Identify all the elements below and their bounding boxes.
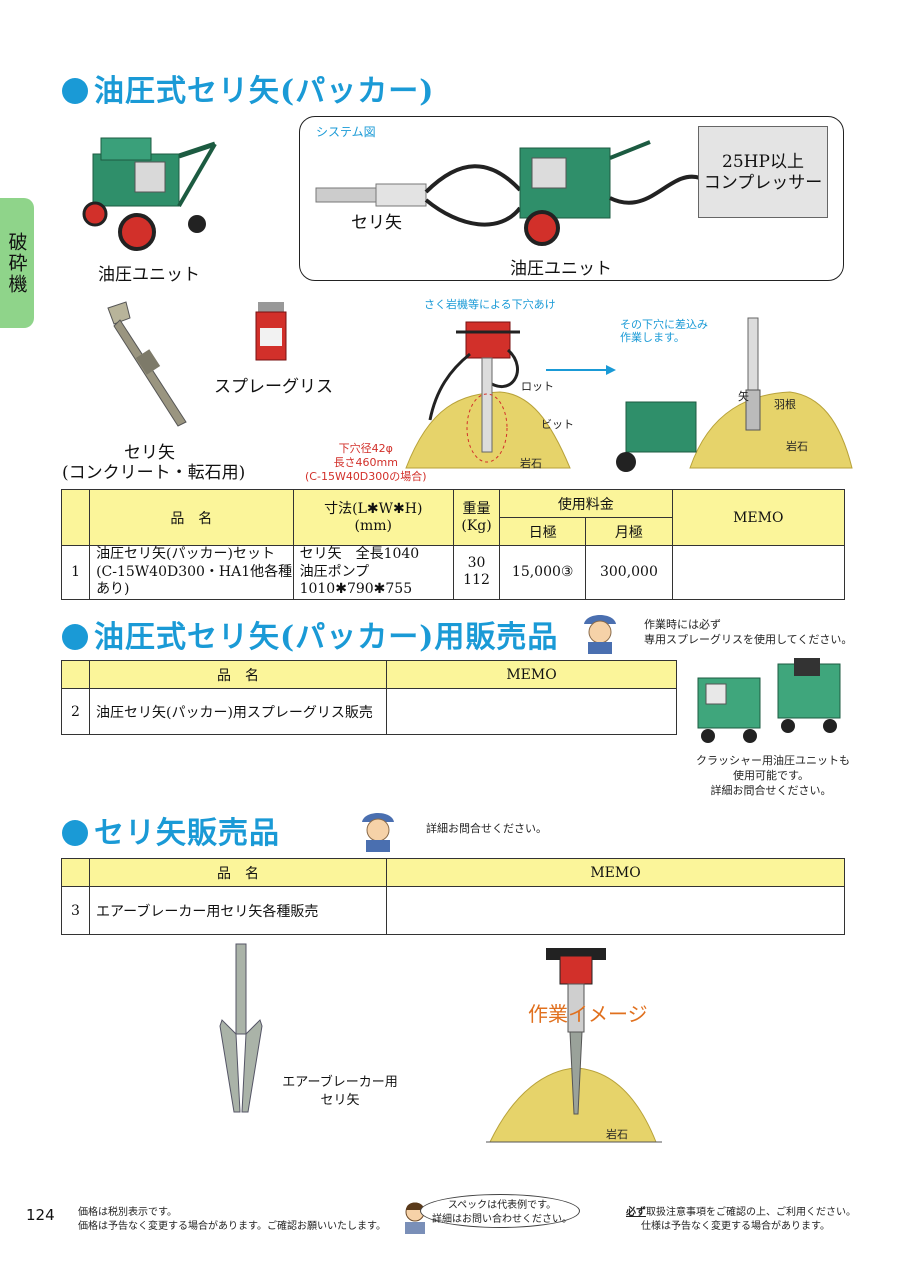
rental-table: 品 名 寸法(L✱W✱H)(mm) 重量(Kg) 使用料金 MEMO 日極 月極… [60,489,846,600]
insert-note: その下穴に差込み 作業します。 [620,318,708,345]
footer-left-note: 価格は税別表示です。 価格は予告なく変更する場合があります。ご確認お願いいたしま… [78,1207,386,1232]
contact-note: 詳細お問合せください。 [426,822,547,835]
row-name: エアーブレーカー用セリ矢各種販売 [89,886,387,935]
rock2-label: 岩石 [786,440,808,453]
row-no: 2 [61,688,90,735]
system-unit-label: 油圧ユニット [510,259,612,279]
spray-sales-table: 品 名 MEMO 2 油圧セリ矢(パッカー)用スプレーグリス販売 [61,660,677,735]
section2-title: 油圧式セリ矢(パッカー)用販売品 [62,612,558,656]
row-no: 3 [61,886,90,935]
wing-label: 羽根 [774,398,796,411]
crusher-unit-image [697,658,841,743]
name-header: 品 名 [89,489,294,546]
breaker-bit-image [219,943,263,1113]
process-diagram [405,317,853,472]
no-header [60,489,91,546]
row-memo [386,688,677,735]
bullet-dot-icon [62,820,88,846]
crusher-note: クラッシャー用油圧ユニットも 使用可能です。 詳細お問合せください。 [696,754,850,797]
system-diagram [299,116,844,281]
row-memo [386,886,845,935]
staff-avatar-icon [405,1202,425,1234]
page-number: 124 [26,1206,55,1224]
memo-header: MEMO [386,858,845,887]
worker-icon [584,615,616,654]
worker-icon [362,813,394,852]
row-no: 1 [60,545,91,600]
row-name: 油圧セリ矢(パッカー)セット(C-15W40D300・HA1他各種あり) [89,545,294,600]
day-header: 日極 [499,517,587,546]
table-row: 3 エアーブレーカー用セリ矢各種販売 [61,886,845,935]
spray-can-image [255,302,287,361]
name-header: 品 名 [89,858,387,887]
row-name: 油圧セリ矢(パッカー)用スプレーグリス販売 [89,688,387,735]
bit-label: ビット [541,418,574,431]
side-tab-crusher[interactable]: 破砕機 [0,198,34,328]
drill-title: さく岩機等による下穴あけ [424,298,556,311]
no-header [61,858,90,887]
weight-header: 重量(Kg) [452,489,501,546]
system-diagram-label: システム図 [316,125,376,139]
unit-caption: 油圧ユニット [98,265,200,285]
section3-title: セリ矢販売品 [62,808,280,852]
month-header: 月極 [585,517,673,546]
row-memo [671,545,846,600]
no-header [61,660,90,689]
hole-spec: 下穴径42φ 長さ460mm (C-15W40D300の場合) [305,442,427,483]
spray-caption: スプレーグリス [214,377,333,397]
bullet-dot-icon [62,624,88,650]
breaker-bit-caption: エアーブレーカー用 セリ矢 [282,1075,398,1108]
table-row: 1 油圧セリ矢(パッカー)セット(C-15W40D300・HA1他各種あり) セ… [60,545,846,600]
footer-right-note: 必ず取扱注意事項をご確認の上、ご利用ください。 仕様は予告なく変更する場合があり… [626,1207,856,1232]
name-header: 品 名 [89,660,387,689]
speech-bubble-text: スペックは代表例です。 詳細はお問い合わせください。 [432,1200,572,1225]
table-row: 2 油圧セリ矢(パッカー)用スプレーグリス販売 [61,688,677,735]
spray-warning: 作業時には必ず 専用スプレーグリスを使用してください。 [644,618,853,646]
fee-header: 使用料金 [499,489,673,518]
row-day-fee: 15,000③ [499,545,587,600]
serinya-caption: セリ矢 [124,443,175,463]
memo-header: MEMO [386,660,677,689]
compressor-box [698,126,828,218]
hydraulic-unit-image [82,137,217,251]
serinya-sales-table: 品 名 MEMO 3 エアーブレーカー用セリ矢各種販売 [61,858,845,935]
memo-header: MEMO [671,489,846,546]
serinya-caption-sub: (コンクリート・転石用) [62,463,246,483]
row-month-fee: 300,000 [585,545,673,600]
rod-label: ロット [521,380,554,393]
work-image-drawing [486,948,662,1143]
size-header: 寸法(L✱W✱H)(mm) [292,489,454,546]
arrow-label: 矢 [738,390,749,403]
rock-label: 岩石 [520,457,542,470]
serinya-image [107,301,187,427]
system-diagram-drawing [315,140,701,246]
bullet-dot-icon [62,78,88,104]
section1-title: 油圧式セリ矢(パッカー) [62,66,434,110]
rock-label: 岩石 [606,1128,628,1141]
system-serinya-label: セリ矢 [351,213,402,233]
compressor-label: 25HP以上 コンプレッサー [703,152,823,194]
speech-bubble [420,1194,580,1228]
work-image-label: 作業イメージ [528,1002,648,1026]
